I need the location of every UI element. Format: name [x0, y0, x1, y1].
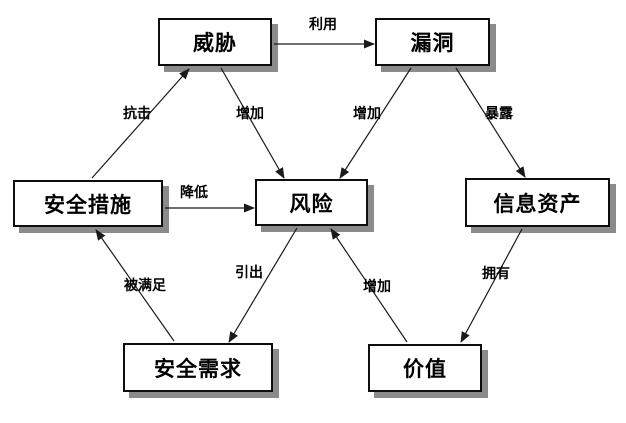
- edge-risk-leads-to-requirements: [228, 227, 298, 343]
- edge-label-exploit: 利用: [309, 16, 337, 33]
- node-security-requirements-label: 安全需求: [154, 356, 242, 381]
- edge-measures-resist-threat: [91, 68, 190, 179]
- edge-label-lead-to: 引出: [235, 264, 263, 281]
- edge-requirements-satisfied-by-measures: [95, 229, 175, 342]
- node-value-label: 价值: [403, 357, 447, 381]
- node-security-measures-label: 安全措施: [44, 192, 132, 217]
- edge-label-expose: 暴露: [484, 105, 514, 122]
- node-information-assets: 信息资产: [465, 178, 610, 227]
- edge-assets-have-value: [460, 228, 523, 343]
- node-security-measures: 安全措施: [13, 180, 163, 227]
- edge-label-increase-vulnerability: 增加: [353, 105, 381, 122]
- node-risk-label: 风险: [289, 191, 334, 216]
- node-value: 价值: [368, 344, 482, 392]
- edge-threat-increases-risk: [220, 67, 285, 179]
- node-security-requirements: 安全需求: [123, 343, 273, 392]
- node-vulnerability-label: 漏洞: [410, 31, 455, 55]
- edge-label-increase-threat: 增加: [236, 105, 264, 122]
- node-risk: 风险: [255, 179, 368, 226]
- edge-label-resist: 抗击: [123, 105, 151, 122]
- node-vulnerability: 漏洞: [375, 18, 490, 66]
- edge-value-increases-risk: [330, 228, 408, 343]
- edge-label-reduce: 降低: [180, 184, 208, 201]
- edge-label-satisfied: 被满足: [124, 277, 167, 294]
- node-threat: 威胁: [158, 18, 272, 66]
- edge-label-increase-value: 增加: [363, 278, 391, 295]
- edge-vulnerability-increases-risk: [339, 67, 412, 179]
- node-threat-label: 威胁: [193, 31, 237, 55]
- edge-vulnerability-exposes-assets: [455, 67, 526, 178]
- node-information-assets-label: 信息资产: [493, 191, 582, 216]
- edge-label-have: 拥有: [482, 265, 510, 282]
